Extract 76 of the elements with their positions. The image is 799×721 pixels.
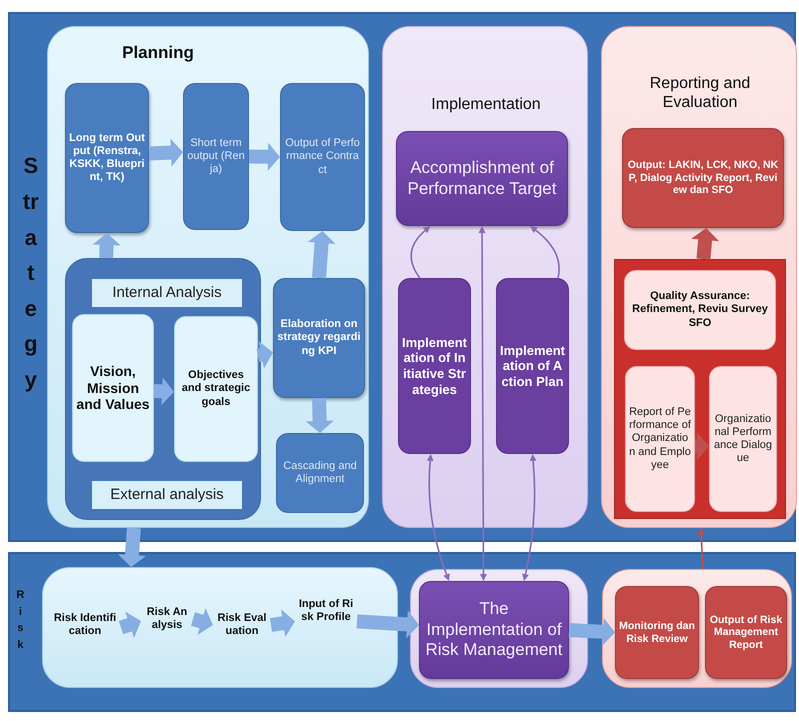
- block-arrow: [191, 608, 213, 635]
- step-label: Input of Risk Profile: [298, 596, 354, 625]
- section-label: External analysis: [92, 481, 242, 509]
- analysis-container: [65, 258, 261, 520]
- section-panel: [602, 569, 792, 688]
- arrow: [426, 454, 450, 582]
- step-label: Risk Identification: [52, 610, 118, 639]
- box-label: Output: LAKIN, LCK, NKO, NKP, Dialog Activity Report, Review dan SFO: [626, 158, 780, 198]
- panel-title: Planning: [121, 42, 195, 64]
- process-box: [396, 131, 568, 226]
- box-label: Monitoring dan Risk Review: [618, 618, 696, 646]
- arrow: [530, 226, 560, 278]
- process-box: [398, 278, 471, 454]
- box-label: Cascading and Alignment: [282, 458, 358, 487]
- vertical-label: Risk: [16, 588, 25, 652]
- box-label: Organizational Performance Dialogue: [712, 412, 774, 466]
- step-label: Risk Evaluation: [216, 610, 268, 639]
- process-box: [624, 270, 776, 350]
- box-label: Long term Output (Renstra, KSKK, Blueprint, TK): [68, 130, 146, 186]
- process-box: [183, 83, 249, 230]
- box-label: Vision, Mission and Values: [75, 362, 151, 414]
- section-panel: [601, 26, 797, 528]
- process-box: [419, 581, 569, 679]
- block-arrow: [270, 609, 295, 637]
- block-arrow: [92, 233, 121, 258]
- box-label: Quality Assurance: Refinement, Reviu Survey SFO: [631, 289, 769, 331]
- step-label: Risk Analysis: [146, 604, 188, 633]
- block-arrow: [154, 377, 174, 406]
- block-arrow: [148, 138, 183, 167]
- section-label: Internal Analysis: [92, 279, 242, 307]
- block-arrow: [306, 398, 334, 433]
- process-box: [496, 278, 569, 454]
- block-arrow: [356, 610, 419, 638]
- box-label: The Implementation of Risk Management: [424, 598, 564, 662]
- box-label: Short term output (Renja): [186, 136, 246, 178]
- process-box: [705, 586, 787, 679]
- process-box: [280, 83, 365, 231]
- box-label: Implementation of Initiative Strategies: [401, 334, 468, 399]
- group-frame: [614, 259, 786, 519]
- box-label: Implementation of Action Plan: [499, 342, 566, 391]
- section-panel: [42, 567, 398, 688]
- box-label: Objectives and strategic goals: [180, 368, 252, 410]
- vertical-label: Strategy: [22, 152, 40, 394]
- box-label: Output of Risk Management Report: [708, 612, 784, 653]
- block-arrow: [256, 341, 273, 368]
- section-panel: [382, 26, 588, 528]
- box-label: Output of Performance Contract: [284, 136, 361, 178]
- block-arrow: [118, 528, 146, 567]
- process-box: [709, 366, 777, 512]
- section-panel: [410, 569, 588, 688]
- process-box: [625, 366, 695, 512]
- arrow: [410, 226, 430, 278]
- section-panel: [47, 26, 369, 528]
- section-band: [8, 552, 796, 712]
- process-box: [276, 433, 364, 513]
- box-label: Accomplishment of Performance Target: [406, 157, 558, 200]
- box-label: Elaboration on strategy regarding KPI: [276, 317, 362, 359]
- block-arrow: [695, 432, 709, 460]
- arrow: [522, 454, 537, 582]
- block-arrow: [568, 618, 615, 646]
- block-arrow: [691, 228, 720, 260]
- panel-title: Implementation: [430, 95, 542, 116]
- block-arrow: [118, 612, 141, 638]
- arrow: [698, 528, 705, 570]
- process-box: [174, 316, 258, 462]
- process-box: [65, 83, 149, 233]
- process-box: [615, 586, 699, 679]
- panel-title: Reporting and Evaluation: [648, 74, 752, 113]
- process-box: [273, 278, 365, 398]
- process-box: [72, 314, 154, 462]
- block-arrow: [248, 142, 280, 171]
- block-arrow: [308, 231, 336, 278]
- arrow: [478, 226, 487, 581]
- box-label: Report of Performance of Organization and Employee: [628, 405, 692, 473]
- section-band: [8, 12, 796, 542]
- process-box: [622, 128, 784, 228]
